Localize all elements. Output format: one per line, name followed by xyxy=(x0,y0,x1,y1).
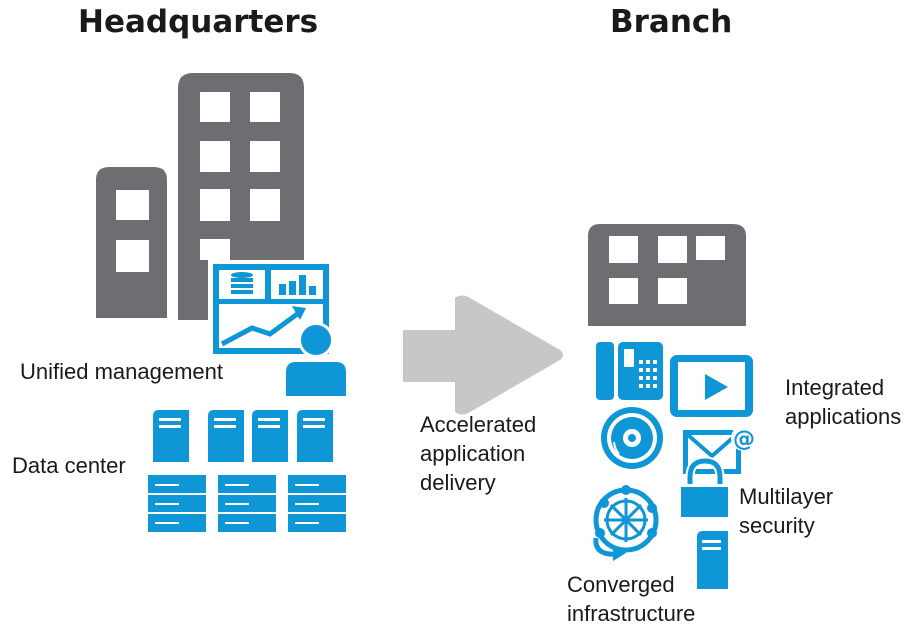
accelerated-delivery-label: Accelerated application delivery xyxy=(420,410,536,497)
multilayer-security-line: Multilayer xyxy=(739,484,834,509)
accelerated-delivery-line: delivery xyxy=(420,470,496,495)
converged-infrastructure-label: Converged infrastructure xyxy=(567,570,695,628)
server-tower-icon xyxy=(153,410,333,462)
user-icon xyxy=(286,322,346,396)
network-globe-icon xyxy=(593,485,659,561)
server-icon xyxy=(697,531,728,589)
delivery-arrow-icon xyxy=(403,295,563,415)
video-player-icon xyxy=(670,355,753,417)
data-center-label: Data center xyxy=(12,453,126,478)
accelerated-delivery-line: application xyxy=(420,441,526,466)
converged-infrastructure-line: Converged xyxy=(567,572,675,597)
headquarters-heading: Headquarters xyxy=(78,4,319,40)
integrated-applications-label: Integrated applications xyxy=(785,373,901,431)
converged-infrastructure-line: infrastructure xyxy=(567,601,696,626)
integrated-applications-line: Integrated xyxy=(785,375,885,400)
ip-phone-icon xyxy=(596,342,663,400)
multilayer-security-label: Multilayer security xyxy=(739,482,833,540)
disc-icon xyxy=(601,407,663,469)
accelerated-delivery-line: Accelerated xyxy=(420,412,537,437)
headquarters-building-icon xyxy=(96,73,304,320)
padlock-icon xyxy=(678,456,731,520)
branch-building-icon xyxy=(588,224,746,326)
multilayer-security-line: security xyxy=(739,513,815,538)
unified-management-label: Unified management xyxy=(20,359,224,384)
branch-heading: Branch xyxy=(610,4,733,40)
svg-text:@: @ xyxy=(733,427,755,452)
integrated-applications-line: applications xyxy=(785,404,902,429)
server-rack-icon xyxy=(148,475,346,532)
